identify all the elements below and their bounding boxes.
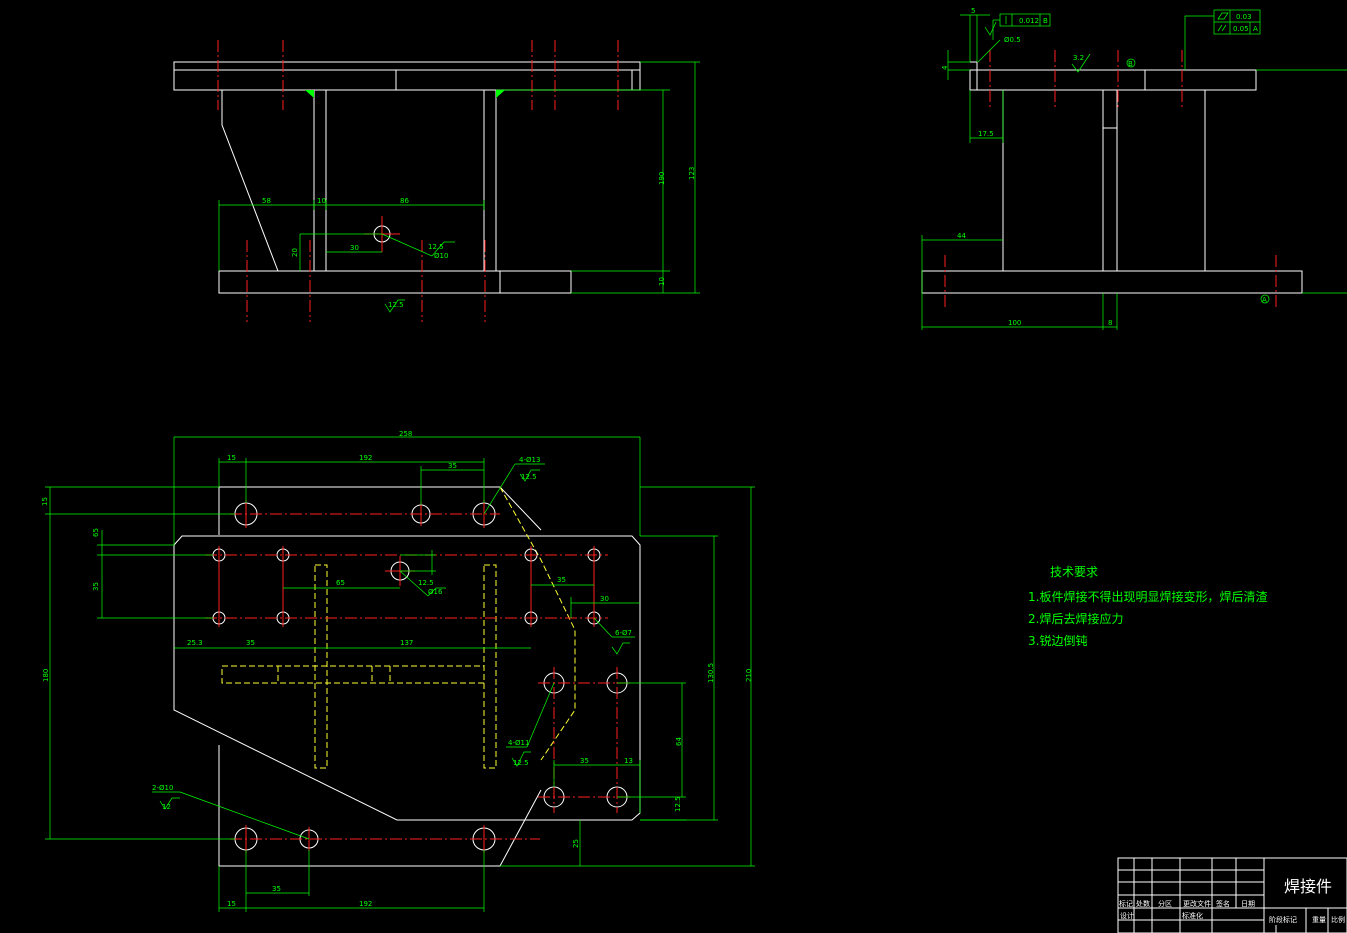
tb-r1-c5: 签名 xyxy=(1216,899,1230,908)
side-view: 5 4 17.5 44 100 8 0.012 B 0.03 0.05 A Ø0… xyxy=(921,7,1347,330)
front-view: 58 10 86 30 20 190 123 10 12.5 Ø10 12.5 xyxy=(173,40,700,322)
tb-r2-c2: 标准化 xyxy=(1182,911,1203,920)
side-note-1: 0.012 xyxy=(1019,17,1039,25)
front-dim-5: 20 xyxy=(291,248,299,257)
top-dim-7: 35 xyxy=(92,582,100,591)
front-dim-8: 10 xyxy=(658,277,666,286)
front-dim-7: 123 xyxy=(688,167,696,180)
side-note-5: A xyxy=(1253,25,1258,33)
front-dim-1: 58 xyxy=(262,197,271,205)
tech-requirement-3: 3.锐边倒钝 xyxy=(1028,634,1088,648)
top-dim-16: 210 xyxy=(745,669,753,682)
title-block: 焊接件 标记 处数 分区 更改文件 签名 日期 设计 标准化 阶段标记 重量 比… xyxy=(1117,857,1347,933)
top-note-7: 12.5 xyxy=(513,759,529,767)
top-dim-11: 65 xyxy=(336,579,345,587)
top-dim-23: 15 xyxy=(227,900,236,908)
front-dim-6: 190 xyxy=(658,172,666,185)
top-note-2: 12.5 xyxy=(521,473,537,481)
tb-r2-c3: 阶段标记 xyxy=(1269,915,1297,924)
front-dim-4: 30 xyxy=(350,244,359,252)
side-dim-2: 4 xyxy=(941,65,949,70)
top-note-5: 6-Ø7 xyxy=(615,629,632,637)
top-note-1: 4-Ø13 xyxy=(519,456,540,464)
tb-r1-c4: 更改文件 xyxy=(1183,899,1211,908)
front-dim-2: 10 xyxy=(317,197,326,205)
tb-r2-c1: 设计 xyxy=(1120,911,1134,920)
side-dim-6: 8 xyxy=(1108,319,1112,327)
tb-r1-c3: 分区 xyxy=(1158,899,1172,908)
top-dim-10: 137 xyxy=(400,639,413,647)
side-note-4: 0.05 xyxy=(1233,25,1249,33)
tb-r2-c5: 比例 xyxy=(1331,915,1345,924)
top-dim-14: 180 xyxy=(42,669,50,682)
top-note-8: 2-Ø10 xyxy=(152,784,173,792)
top-note-6: 4-Ø11 xyxy=(508,739,529,747)
tech-requirement-2: 2.焊后去焊接应力 xyxy=(1028,612,1124,626)
top-dim-3: 192 xyxy=(359,454,372,462)
side-note-3: 0.03 xyxy=(1236,13,1252,21)
top-dim-6: 65 xyxy=(92,528,100,537)
top-dim-13: 30 xyxy=(600,595,609,603)
top-dim-4: 35 xyxy=(448,462,457,470)
front-note-1: 12.5 xyxy=(428,243,444,251)
top-dim-8: 25.3 xyxy=(187,639,203,647)
top-dim-24: 192 xyxy=(359,900,372,908)
top-dim-19: 13 xyxy=(624,757,633,765)
tech-requirement-1: 1.板件焊接不得出现明显焊接变形，焊后清渣 xyxy=(1028,590,1268,604)
top-dim-18: 35 xyxy=(580,757,589,765)
tb-r2-c4: 重量 xyxy=(1312,916,1326,924)
top-dim-15: 130.5 xyxy=(707,663,715,683)
tb-r1-c1: 标记 xyxy=(1119,899,1133,908)
side-note-9: A xyxy=(1262,296,1267,304)
top-dim-2: 15 xyxy=(227,454,236,462)
top-dim-22: 35 xyxy=(272,885,281,893)
top-dim-17: 64 xyxy=(675,737,683,746)
top-dim-20: 12.5 xyxy=(674,796,682,812)
side-dim-4: 44 xyxy=(957,232,966,240)
top-view: 258 15 192 35 15 65 35 25.3 35 137 65 35… xyxy=(41,430,755,912)
tb-r1-c6: 日期 xyxy=(1241,900,1255,908)
side-note-2: B xyxy=(1043,17,1048,25)
top-dim-5: 15 xyxy=(41,497,49,506)
top-note-3: 12.5 xyxy=(418,579,434,587)
side-note-7: 3.2 xyxy=(1073,54,1084,62)
side-dim-5: 100 xyxy=(1008,319,1021,327)
top-dim-21: 25 xyxy=(572,839,580,848)
side-note-8: B xyxy=(1128,60,1133,68)
side-dim-1: 5 xyxy=(971,7,975,15)
side-dim-3: 17.5 xyxy=(978,130,994,138)
tb-r1-c2: 处数 xyxy=(1136,899,1150,908)
top-dim-1: 258 xyxy=(399,430,412,438)
tech-requirements-heading: 技术要求 xyxy=(1050,565,1099,579)
top-note-9: 12 xyxy=(162,803,171,811)
top-note-4: Ø16 xyxy=(428,588,443,596)
drawing-title: 焊接件 xyxy=(1284,877,1332,896)
side-note-6: Ø0.5 xyxy=(1004,36,1021,44)
top-dim-12: 35 xyxy=(557,576,566,584)
top-dim-9: 35 xyxy=(246,639,255,647)
front-dim-3: 86 xyxy=(400,197,409,205)
front-note-2: Ø10 xyxy=(434,252,448,260)
front-note-3: 12.5 xyxy=(388,301,404,309)
